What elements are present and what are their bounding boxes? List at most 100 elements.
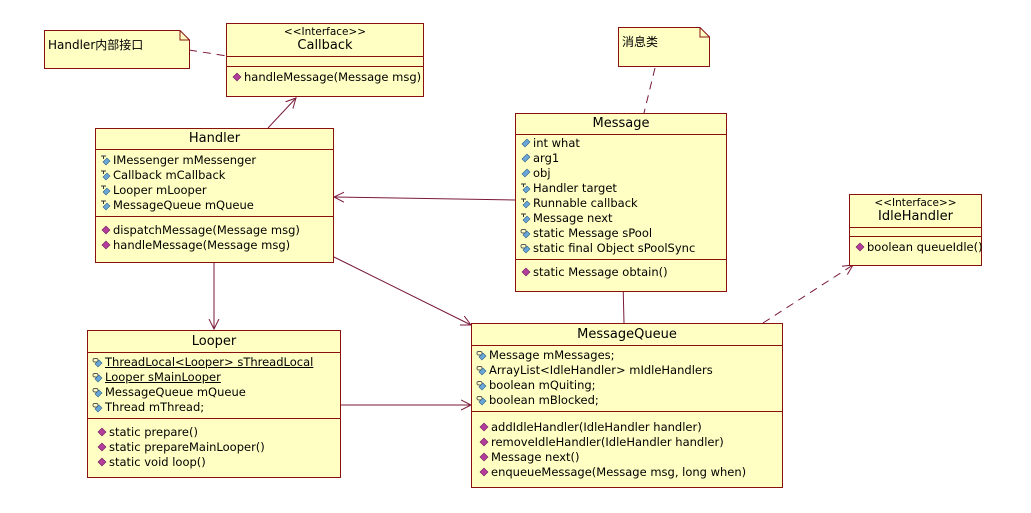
- operation-text: handleMessage(Message msg): [244, 70, 422, 84]
- operation-text: static void loop(): [109, 455, 206, 469]
- public-field-icon: [520, 153, 532, 164]
- looper-name: Looper: [191, 334, 237, 349]
- class-looper[interactable]: Looper ThreadLocal<Looper> sThreadLocal …: [87, 330, 341, 478]
- attribute-text: Message next: [533, 211, 613, 225]
- callback-name: Callback: [297, 38, 353, 53]
- attribute-text: MessageQueue mQueue: [113, 198, 254, 212]
- handler-name: Handler: [188, 131, 241, 146]
- operation-text: handleMessage(Message msg): [113, 238, 291, 252]
- handler-attr: IMessenger mMessenger: [100, 153, 329, 168]
- public-field-icon: [520, 168, 532, 179]
- messagequeue-op: addIdleHandler(IdleHandler handler): [478, 420, 778, 435]
- protected-field-icon: [100, 155, 112, 166]
- idlehandler-stereotype: <<Interface>>: [874, 197, 957, 209]
- public-method-icon: [854, 242, 866, 253]
- idlehandler-operations: boolean queueIdle(): [850, 236, 983, 258]
- private-field-icon: [92, 402, 104, 413]
- protected-field-icon: [100, 170, 112, 181]
- protected-field-icon: [100, 185, 112, 196]
- public-method-icon: [478, 437, 490, 448]
- looper-attr: Thread mThread;: [92, 400, 336, 415]
- protected-field-icon: [520, 183, 532, 194]
- class-idlehandler[interactable]: <<Interface>> IdleHandler boolean queueI…: [849, 194, 983, 266]
- attribute-text: Looper mLooper: [113, 183, 207, 197]
- note-link-callback: [188, 49, 228, 57]
- looper-op: static prepare(): [96, 425, 336, 440]
- operation-text: Message next(): [491, 450, 580, 464]
- note-link-message: [643, 67, 656, 114]
- private-field-icon: [520, 243, 532, 254]
- handler-attr: MessageQueue mQueue: [100, 198, 329, 213]
- message-attr: static final Object sPoolSync: [520, 241, 722, 256]
- operation-text: static prepareMainLooper(): [109, 440, 265, 454]
- handler-op: dispatchMessage(Message msg): [100, 223, 329, 238]
- idlehandler-op: boolean queueIdle(): [854, 240, 983, 255]
- class-message[interactable]: Message int what arg1 obj Handler target…: [515, 113, 727, 292]
- callback-attributes: [227, 56, 423, 66]
- public-method-icon: [478, 452, 490, 463]
- callback-operations: handleMessage(Message msg): [227, 66, 423, 88]
- private-field-icon: [476, 350, 488, 361]
- operation-text: enqueueMessage(Message msg, long when): [491, 465, 747, 479]
- private-field-icon: [476, 380, 488, 391]
- link-message-handler: [334, 197, 516, 200]
- link-handler-messagequeue: [333, 256, 471, 325]
- private-field-icon: [92, 387, 104, 398]
- looper-operations: static prepare() static prepareMainLoope…: [88, 418, 340, 473]
- operation-text: boolean queueIdle(): [867, 240, 983, 254]
- message-name: Message: [592, 116, 650, 131]
- message-attr: Message next: [520, 211, 722, 226]
- looper-op: static void loop(): [96, 455, 336, 470]
- private-field-icon: [476, 395, 488, 406]
- operation-text: static prepare(): [109, 425, 198, 439]
- note-handler-text: Handler内部接口: [48, 38, 144, 52]
- class-handler[interactable]: Handler IMessenger mMessenger Callback m…: [95, 128, 334, 263]
- message-attr: obj: [520, 166, 722, 181]
- looper-attr: ThreadLocal<Looper> sThreadLocal: [92, 355, 336, 370]
- attribute-text: MessageQueue mQueue: [105, 385, 246, 399]
- handler-op: handleMessage(Message msg): [100, 238, 329, 253]
- handler-attributes: IMessenger mMessenger Callback mCallback…: [96, 149, 333, 216]
- public-method-icon: [100, 240, 112, 251]
- attribute-text: obj: [533, 166, 551, 180]
- link-handler-callback: [267, 98, 296, 129]
- public-method-icon: [96, 442, 108, 453]
- message-attr: Handler target: [520, 181, 722, 196]
- messagequeue-attr: ArrayList<IdleHandler> mIdleHandlers: [476, 363, 778, 378]
- public-field-icon: [520, 138, 532, 149]
- looper-attr: MessageQueue mQueue: [92, 385, 336, 400]
- callback-op: handleMessage(Message msg): [231, 70, 422, 85]
- public-method-icon: [520, 267, 532, 278]
- idlehandler-attributes: [850, 227, 981, 236]
- private-field-icon: [92, 372, 104, 383]
- attribute-text: Runnable callback: [533, 196, 638, 210]
- attribute-text: Thread mThread;: [105, 400, 205, 414]
- messagequeue-name: MessageQueue: [577, 327, 677, 342]
- attribute-text: Callback mCallback: [113, 168, 226, 182]
- attribute-text: Message mMessages;: [489, 348, 615, 362]
- messagequeue-attr: Message mMessages;: [476, 348, 778, 363]
- messagequeue-operations: addIdleHandler(IdleHandler handler) remo…: [472, 411, 782, 483]
- message-attr: Runnable callback: [520, 196, 722, 211]
- class-messagequeue[interactable]: MessageQueue Message mMessages; ArrayLis…: [471, 323, 783, 488]
- public-method-icon: [478, 422, 490, 433]
- looper-op: static prepareMainLooper(): [96, 440, 336, 455]
- operation-text: addIdleHandler(IdleHandler handler): [491, 420, 702, 434]
- class-callback[interactable]: <<Interface>> Callback handleMessage(Mes…: [226, 23, 424, 97]
- note-handler-interface: Handler内部接口: [44, 30, 190, 69]
- public-method-icon: [96, 427, 108, 438]
- operation-text: static Message obtain(): [533, 265, 668, 279]
- attribute-text: boolean mQuiting;: [489, 378, 596, 392]
- attribute-text: Handler target: [533, 181, 617, 195]
- attribute-text: ArrayList<IdleHandler> mIdleHandlers: [489, 363, 713, 377]
- message-attr: int what: [520, 136, 722, 151]
- note-message-text: 消息类: [622, 35, 659, 49]
- messagequeue-attr: boolean mQuiting;: [476, 378, 778, 393]
- public-method-icon: [100, 225, 112, 236]
- messagequeue-attr: boolean mBlocked;: [476, 393, 778, 408]
- protected-field-icon: [100, 200, 112, 211]
- protected-field-icon: [520, 213, 532, 224]
- attribute-text: IMessenger mMessenger: [113, 153, 257, 167]
- messagequeue-op: removeIdleHandler(IdleHandler handler): [478, 435, 778, 450]
- messagequeue-attributes: Message mMessages; ArrayList<IdleHandler…: [472, 345, 782, 411]
